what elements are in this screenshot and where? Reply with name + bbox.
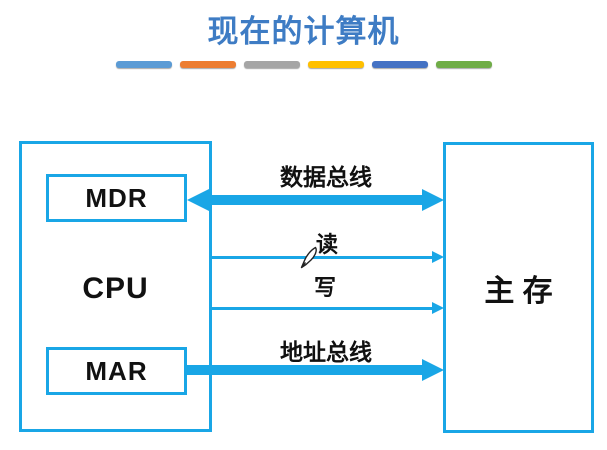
divider-dash <box>371 61 428 68</box>
data-bus-arrow <box>187 189 444 211</box>
cpu-label: CPU <box>82 272 149 305</box>
read-line-arrow <box>212 249 444 265</box>
cpu-box: MDR CPU MAR <box>19 141 212 432</box>
main-memory-box: 主 存 <box>443 142 594 433</box>
mdr-box: MDR <box>46 174 187 222</box>
address-bus-arrow <box>187 359 444 381</box>
mdr-label: MDR <box>85 182 148 213</box>
page-title: 现在的计算机 <box>207 14 400 50</box>
divider-dash <box>115 61 172 68</box>
divider-dash <box>243 61 300 68</box>
divider-dash <box>435 61 492 68</box>
divider-dash <box>307 61 364 68</box>
write-label: 写 <box>313 276 337 301</box>
arrowhead-right-icon <box>432 251 444 263</box>
pen-cursor-icon <box>300 246 317 269</box>
data-bus-label: 数据总线 <box>280 165 372 191</box>
read-line-shaft <box>212 256 434 259</box>
arrowhead-left-icon <box>187 189 209 211</box>
arrowhead-right-icon <box>432 302 444 314</box>
main-memory-label: 主 存 <box>484 274 553 308</box>
mar-label: MAR <box>85 355 148 386</box>
address-bus-shaft <box>187 365 424 375</box>
write-line-shaft <box>212 307 434 310</box>
address-bus-label: 地址总线 <box>280 340 372 366</box>
divider-dashes <box>0 61 607 68</box>
data-bus-shaft <box>207 195 424 205</box>
read-label: 读 <box>315 233 339 258</box>
arrowhead-right-icon <box>422 359 444 381</box>
mar-box: MAR <box>46 347 187 395</box>
write-line-arrow <box>212 300 444 316</box>
divider-dash <box>179 61 236 68</box>
arrowhead-right-icon <box>422 189 444 211</box>
